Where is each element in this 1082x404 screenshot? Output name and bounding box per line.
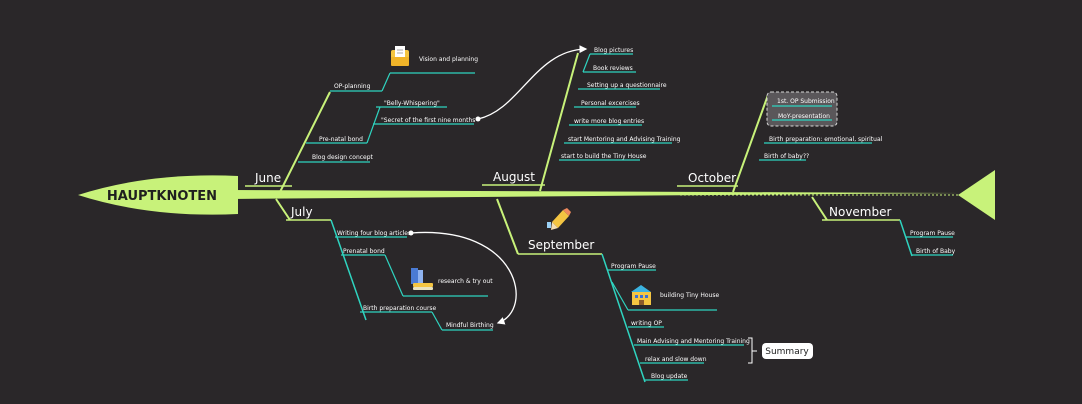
branch-september: September Program Pause building Tiny Ho… (496, 198, 757, 383)
branch-june: June OP-planning Vision and planning Pre… (245, 56, 478, 193)
july-prenatal-bond[interactable]: Prenatal bond (343, 248, 385, 255)
relationship-secret-to-blog-pictures[interactable] (475, 45, 588, 122)
branch-november-label[interactable]: November (829, 205, 891, 219)
september-program-pause[interactable]: Program Pause (611, 263, 656, 270)
branch-september-label[interactable]: September (528, 238, 594, 252)
summary-label: Summary (765, 347, 809, 357)
july-writing-four[interactable]: Writing four blog articles (337, 230, 411, 237)
main-topic[interactable]: HAUPTKNOTEN (78, 175, 238, 215)
summary-bracket (748, 337, 757, 364)
november-program-pause[interactable]: Program Pause (910, 230, 955, 237)
summary-box[interactable]: Summary (762, 343, 813, 359)
august-questionnaire[interactable]: Setting up a questionnaire (587, 82, 667, 89)
june-vision[interactable]: Vision and planning (419, 56, 478, 63)
relationship-writing-to-mindful[interactable] (408, 230, 517, 325)
august-more-blog[interactable]: write more blog entries (574, 118, 644, 125)
school-building-icon (631, 285, 651, 305)
september-blog-update[interactable]: Blog update (651, 373, 688, 380)
august-blog-pictures[interactable]: Blog pictures (594, 47, 633, 54)
november-birth-baby[interactable]: Birth of Baby (916, 248, 956, 255)
branch-july: July Writing four blog articles Prenatal… (275, 198, 494, 331)
branch-august: August Blog pictures Book reviews Settin… (482, 47, 681, 192)
branch-october: October 1st. OP Submission MoY-presentat… (677, 91, 883, 193)
october-moy[interactable]: MoY-presentation (778, 113, 830, 120)
document-folder-icon (391, 46, 409, 66)
october-submission[interactable]: 1st. OP Submission (777, 98, 835, 105)
october-dashed-group: 1st. OP Submission MoY-presentation (766, 91, 838, 127)
october-birth-prep[interactable]: Birth preparation: emotional, spiritual (769, 136, 883, 143)
june-prenatal-bond[interactable]: Pre-natal bond (319, 136, 363, 143)
september-main-training[interactable]: Main Advising and Mentoring Training (637, 338, 750, 345)
september-writing-op[interactable]: writing OP (631, 320, 662, 327)
july-mindful[interactable]: Mindful Birthing (446, 322, 494, 329)
september-building[interactable]: building Tiny House (660, 292, 719, 299)
june-secret[interactable]: "Secret of the first nine months" (381, 117, 478, 124)
branch-august-label[interactable]: August (493, 170, 535, 184)
spine-tail (958, 170, 995, 220)
spine (230, 190, 960, 199)
branch-july-label[interactable]: July (290, 205, 313, 219)
branch-june-label[interactable]: June (254, 171, 281, 185)
main-topic-label: HAUPTKNOTEN (107, 189, 217, 204)
july-birth-course[interactable]: Birth preparation course (363, 305, 437, 312)
branch-november: November Program Pause Birth of Baby (811, 196, 956, 257)
september-relax[interactable]: relax and slow down (645, 356, 707, 363)
june-blog-design[interactable]: Blog design concept (312, 154, 374, 161)
june-belly[interactable]: "Belly-Whispering" (384, 100, 440, 107)
july-research[interactable]: research & try out (438, 278, 493, 285)
june-op-planning[interactable]: OP-planning (334, 83, 371, 90)
pencil-ruler-icon (547, 208, 571, 230)
august-book-reviews[interactable]: Book reviews (593, 65, 633, 72)
august-mentoring[interactable]: start Mentoring and Advising Training (568, 136, 681, 143)
branch-october-label[interactable]: October (688, 171, 736, 185)
books-icon (411, 268, 433, 290)
october-birth-baby[interactable]: Birth of baby?? (764, 153, 809, 160)
august-tiny-house[interactable]: start to build the Tiny House (561, 153, 647, 160)
august-exercises[interactable]: Personal excercises (581, 100, 640, 107)
